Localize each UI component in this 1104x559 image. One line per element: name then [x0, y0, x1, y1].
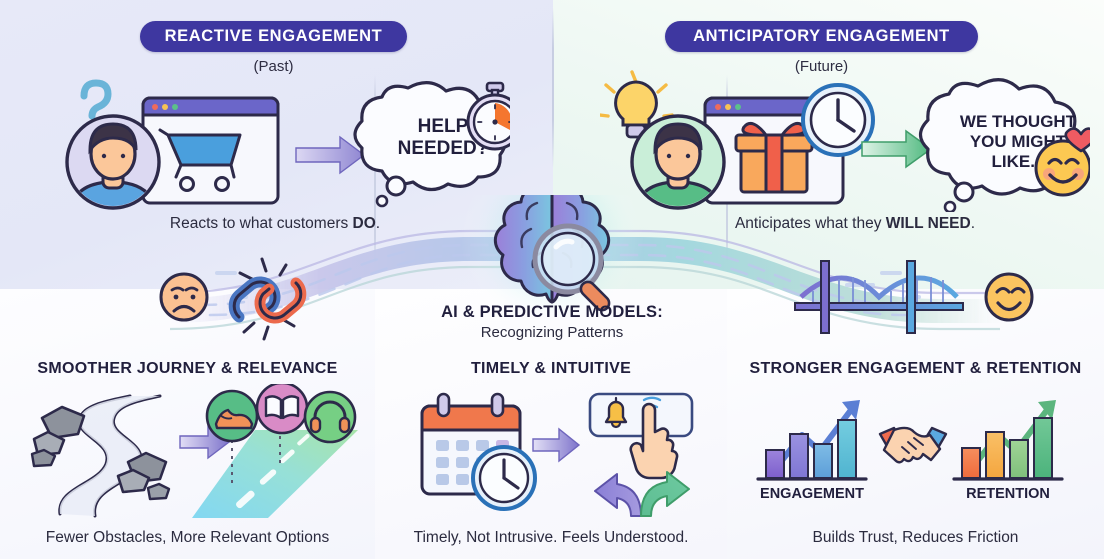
tap-hand-icon [629, 402, 679, 480]
reactive-engagement-pill: REACTIVE ENGAGEMENT [140, 21, 407, 52]
anticipatory-caption: Anticipates what they WILL NEED. [640, 215, 1070, 233]
book-icon [255, 384, 309, 435]
anticipatory-caption-text: Anticipates what they [734, 215, 886, 232]
notification-bell-icon [604, 396, 628, 429]
magnifying-glass-icon [532, 223, 611, 312]
arrow-right-icon [532, 427, 581, 463]
browser-window-icon [141, 96, 280, 205]
smooth-road-icon [192, 430, 358, 518]
smiling-face-with-heart-icon [1034, 127, 1090, 197]
sad-face-icon [159, 272, 209, 322]
thought-text-line3: LIKE... [992, 152, 1045, 171]
shopping-cart-icon [158, 128, 242, 192]
smoother-journey-illustration [30, 384, 358, 518]
benefit-heading-journey: SMOOTHER JOURNEY & RELEVANCE [37, 360, 338, 377]
thought-text-line2: NEEDED? [398, 138, 489, 159]
arrow-right-icon [861, 129, 933, 169]
reactive-caption-text: Reacts to what customers [169, 215, 353, 232]
rocks-icon [30, 405, 171, 501]
benefit-caption-timely: Timely, Not Intrusive. Feels Understood. [413, 529, 689, 546]
benefit-heading-timely: TIMELY & INTUITIVE [470, 360, 632, 377]
reactive-caption-emphasis: DO [352, 215, 376, 232]
thought-text-line2: YOU MIGHT [970, 132, 1067, 151]
thought-bubble-icon: HELP NEEDED? [353, 81, 508, 208]
ai-models-title: AI & PREDICTIVE MODELS: [441, 303, 663, 321]
engagement-chart-label: ENGAGEMENT [760, 486, 864, 502]
winding-path-icon [58, 394, 162, 518]
thought-bubble-icon: WE THOUGHT YOU MIGHT LIKE... [918, 78, 1084, 212]
branching-arrows-icon [594, 471, 690, 517]
broken-chain-icon [228, 257, 307, 341]
clock-icon [471, 445, 537, 511]
notification-card [588, 392, 694, 438]
smiling-face-icon [984, 272, 1034, 322]
ai-models-subtitle: Recognizing Patterns [480, 324, 624, 341]
anticipatory-illustration: WE THOUGHT YOU MIGHT LIKE... [600, 70, 1090, 212]
arrow-right-icon [295, 135, 366, 175]
anticipatory-caption-emphasis: WILL NEED [885, 215, 971, 232]
reactive-subtitle: (Past) [253, 58, 294, 75]
user-avatar-icon [630, 114, 726, 210]
sneaker-icon [205, 389, 259, 443]
gift-box-icon [734, 121, 814, 194]
engagement-chart: ENGAGEMENT [756, 400, 868, 502]
stopwatch-icon [466, 81, 510, 151]
engagement-retention-charts: ENGAGEMENT RETENTION [756, 400, 1064, 502]
handshake-icon [878, 426, 948, 464]
thought-text-line1: WE THOUGHT [960, 112, 1077, 131]
clock-icon [801, 83, 875, 157]
bridge-icon [794, 260, 964, 334]
timely-intuitive-illustration [420, 392, 694, 517]
reactive-caption: Reacts to what customers DO. [60, 215, 490, 233]
retention-chart-label: RETENTION [966, 486, 1050, 502]
reactive-illustration: HELP NEEDED? [65, 79, 510, 210]
data-stream-illustration [159, 195, 1034, 341]
retention-chart: RETENTION [952, 400, 1064, 502]
thought-text-line1: HELP [418, 116, 469, 137]
reactive-caption-suffix: . [375, 215, 381, 232]
anticipatory-caption-suffix: . [970, 215, 976, 232]
benefit-caption-journey: Fewer Obstacles, More Relevant Options [45, 529, 330, 546]
user-avatar-icon [65, 114, 161, 210]
headphones-icon [303, 390, 357, 444]
anticipatory-subtitle: (Future) [794, 58, 849, 75]
benefit-heading-retention: STRONGER ENGAGEMENT & RETENTION [749, 360, 1082, 377]
top-panel-divider [552, 8, 554, 168]
anticipatory-engagement-pill: ANTICIPATORY ENGAGEMENT [665, 21, 978, 52]
benefit-caption-retention: Builds Trust, Reduces Friction [812, 529, 1019, 546]
connector-dots [231, 428, 281, 488]
